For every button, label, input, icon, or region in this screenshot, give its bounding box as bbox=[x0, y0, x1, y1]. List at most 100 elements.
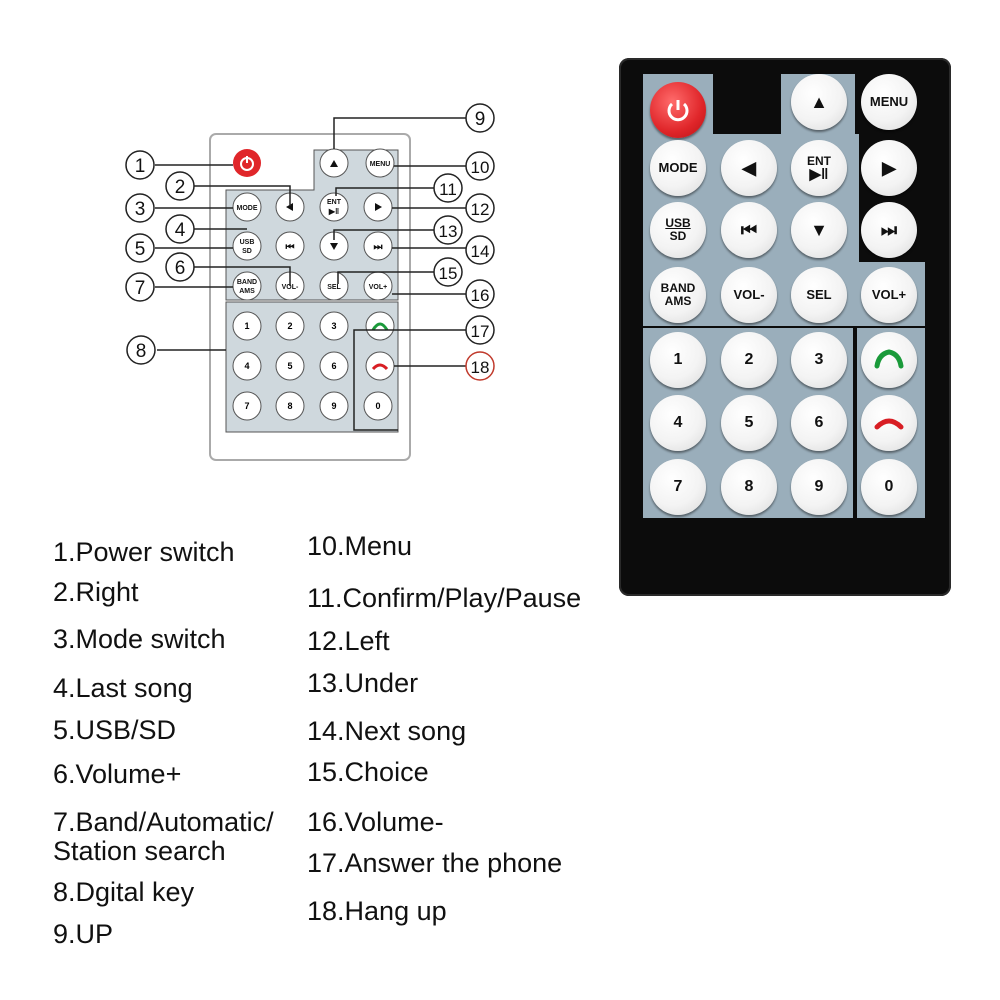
digit-3-button[interactable]: 3 bbox=[791, 332, 847, 388]
legend-item-1: 1.Power switch bbox=[53, 537, 235, 567]
digit-1-button[interactable]: 1 bbox=[650, 332, 706, 388]
digit-8-label: 8 bbox=[744, 478, 754, 495]
prev-track-button[interactable]: ⏮ bbox=[721, 202, 777, 258]
callout-14: 14 bbox=[471, 242, 490, 261]
schematic-menu-label: MENU bbox=[370, 161, 391, 168]
digit-6-button[interactable]: 6 bbox=[791, 395, 847, 451]
arrow-right-icon: ▶ bbox=[882, 158, 896, 178]
legend-item-8: 8.Dgital key bbox=[53, 877, 195, 907]
digit-5-button[interactable]: 5 bbox=[721, 395, 777, 451]
callout-8: 8 bbox=[136, 341, 147, 362]
mode-button[interactable]: MODE bbox=[650, 140, 706, 196]
schematic-next-button bbox=[363, 231, 393, 261]
schematic-volplus-label: VOL+ bbox=[369, 284, 387, 291]
band-label: BAND bbox=[660, 281, 696, 295]
phone-answer-icon bbox=[874, 349, 904, 369]
legend-item-11: 11.Confirm/Play/Pause bbox=[307, 583, 582, 613]
right-button[interactable]: ▶ bbox=[861, 140, 917, 196]
down-button[interactable]: ▼ bbox=[791, 202, 847, 258]
digit-0-button[interactable]: 0 bbox=[861, 459, 917, 515]
usb-label: USB bbox=[665, 216, 691, 230]
schematic-buttons: MENU MODE ENT ▶‖ USB SD ⏮ ⏭ BAND AMS VOL… bbox=[232, 148, 395, 381]
digit-8-button[interactable]: 8 bbox=[721, 459, 777, 515]
callout-7: 7 bbox=[135, 278, 146, 299]
schematic-mode-label: MODE bbox=[237, 205, 258, 212]
schematic-digit-0: 0 bbox=[375, 401, 380, 411]
sd-label: SD bbox=[669, 229, 687, 243]
legend-item-17: 17.Answer the phone bbox=[307, 848, 563, 878]
schematic-digit-9: 9 bbox=[331, 401, 336, 411]
play-pause-icon: ▶‖ bbox=[809, 166, 829, 183]
digit-2-button[interactable]: 2 bbox=[721, 332, 777, 388]
schematic-sel-button bbox=[319, 271, 349, 301]
hangup-call-button[interactable] bbox=[861, 395, 917, 451]
callout-3: 3 bbox=[135, 199, 146, 220]
vol-plus-button[interactable]: VOL+ bbox=[861, 267, 917, 323]
sel-button[interactable]: SEL bbox=[791, 267, 847, 323]
legend-item-15: 15.Choice bbox=[307, 757, 429, 787]
mode-label: MODE bbox=[658, 160, 698, 175]
next-track-icon: ⏭ bbox=[880, 220, 898, 240]
schematic-answer-button bbox=[365, 311, 395, 341]
digit-2-label: 2 bbox=[744, 351, 754, 368]
schematic-digit-8: 8 bbox=[287, 401, 292, 411]
arrow-left-icon: ◀ bbox=[742, 158, 756, 178]
answer-call-button[interactable] bbox=[861, 332, 917, 388]
up-button[interactable]: ▲ bbox=[791, 74, 847, 130]
legend-item-12: 12.Left bbox=[307, 626, 390, 656]
legend-item-13: 13.Under bbox=[307, 668, 419, 698]
svg-text:▶‖: ▶‖ bbox=[328, 207, 339, 216]
callout-6: 6 bbox=[175, 258, 186, 279]
legend-item-16: 16.Volume- bbox=[307, 807, 444, 837]
ent-play-pause-button[interactable]: ENT▶‖ bbox=[791, 140, 847, 196]
schematic-digit-3: 3 bbox=[331, 321, 336, 331]
callout-17: 17 bbox=[471, 322, 490, 341]
legend-item-18: 18.Hang up bbox=[307, 896, 447, 926]
menu-button[interactable]: MENU bbox=[861, 74, 917, 130]
schematic-digit-6: 6 bbox=[331, 361, 336, 371]
arrow-up-icon: ▲ bbox=[810, 92, 828, 112]
next-track-button[interactable]: ⏭ bbox=[861, 202, 917, 258]
callout-1: 1 bbox=[135, 156, 146, 177]
schematic-sel-label: SEL bbox=[327, 284, 341, 291]
sel-label: SEL bbox=[806, 287, 832, 302]
leader-lines bbox=[155, 117, 466, 431]
callout-4: 4 bbox=[175, 220, 186, 241]
vol-minus-label: VOL- bbox=[733, 287, 765, 302]
ams-label: AMS bbox=[664, 294, 692, 308]
vol-plus-label: VOL+ bbox=[871, 287, 907, 302]
svg-text:⏮: ⏮ bbox=[286, 242, 295, 253]
schematic-digit-1: 1 bbox=[244, 321, 249, 331]
power-button[interactable] bbox=[650, 82, 706, 138]
schematic-digit-buttons: 1 2 3 4 5 6 7 8 9 0 bbox=[232, 311, 393, 421]
callout-15: 15 bbox=[439, 264, 458, 283]
schematic-hangup-icon bbox=[371, 363, 389, 371]
digit-4-button[interactable]: 4 bbox=[650, 395, 706, 451]
callout-12: 12 bbox=[471, 200, 490, 219]
digit-1-label: 1 bbox=[673, 351, 683, 368]
legend-item-3: 3.Mode switch bbox=[53, 624, 226, 654]
schematic-answer-icon bbox=[371, 322, 389, 331]
legend-item-4: 4.Last song bbox=[53, 673, 193, 703]
digit-0-label: 0 bbox=[884, 478, 894, 495]
callout-18: 18 bbox=[471, 358, 490, 377]
prev-track-icon: ⏮ bbox=[740, 220, 758, 240]
left-button[interactable]: ◀ bbox=[721, 140, 777, 196]
ent-label: ENT bbox=[807, 154, 831, 168]
schematic-usb-label: USB bbox=[240, 239, 255, 246]
legend-item-14: 14.Next song bbox=[307, 716, 467, 746]
vol-minus-button[interactable]: VOL- bbox=[721, 267, 777, 323]
digit-4-label: 4 bbox=[673, 414, 683, 431]
legend-item-2: 2.Right bbox=[53, 577, 139, 607]
menu-label: MENU bbox=[869, 94, 909, 109]
schematic-volminus-label: VOL- bbox=[282, 284, 299, 291]
legend-item-7-cont: Station search bbox=[53, 836, 226, 866]
digit-7-button[interactable]: 7 bbox=[650, 459, 706, 515]
callout-5: 5 bbox=[135, 239, 146, 260]
schematic-usb-button bbox=[232, 231, 262, 261]
digit-9-button[interactable]: 9 bbox=[791, 459, 847, 515]
